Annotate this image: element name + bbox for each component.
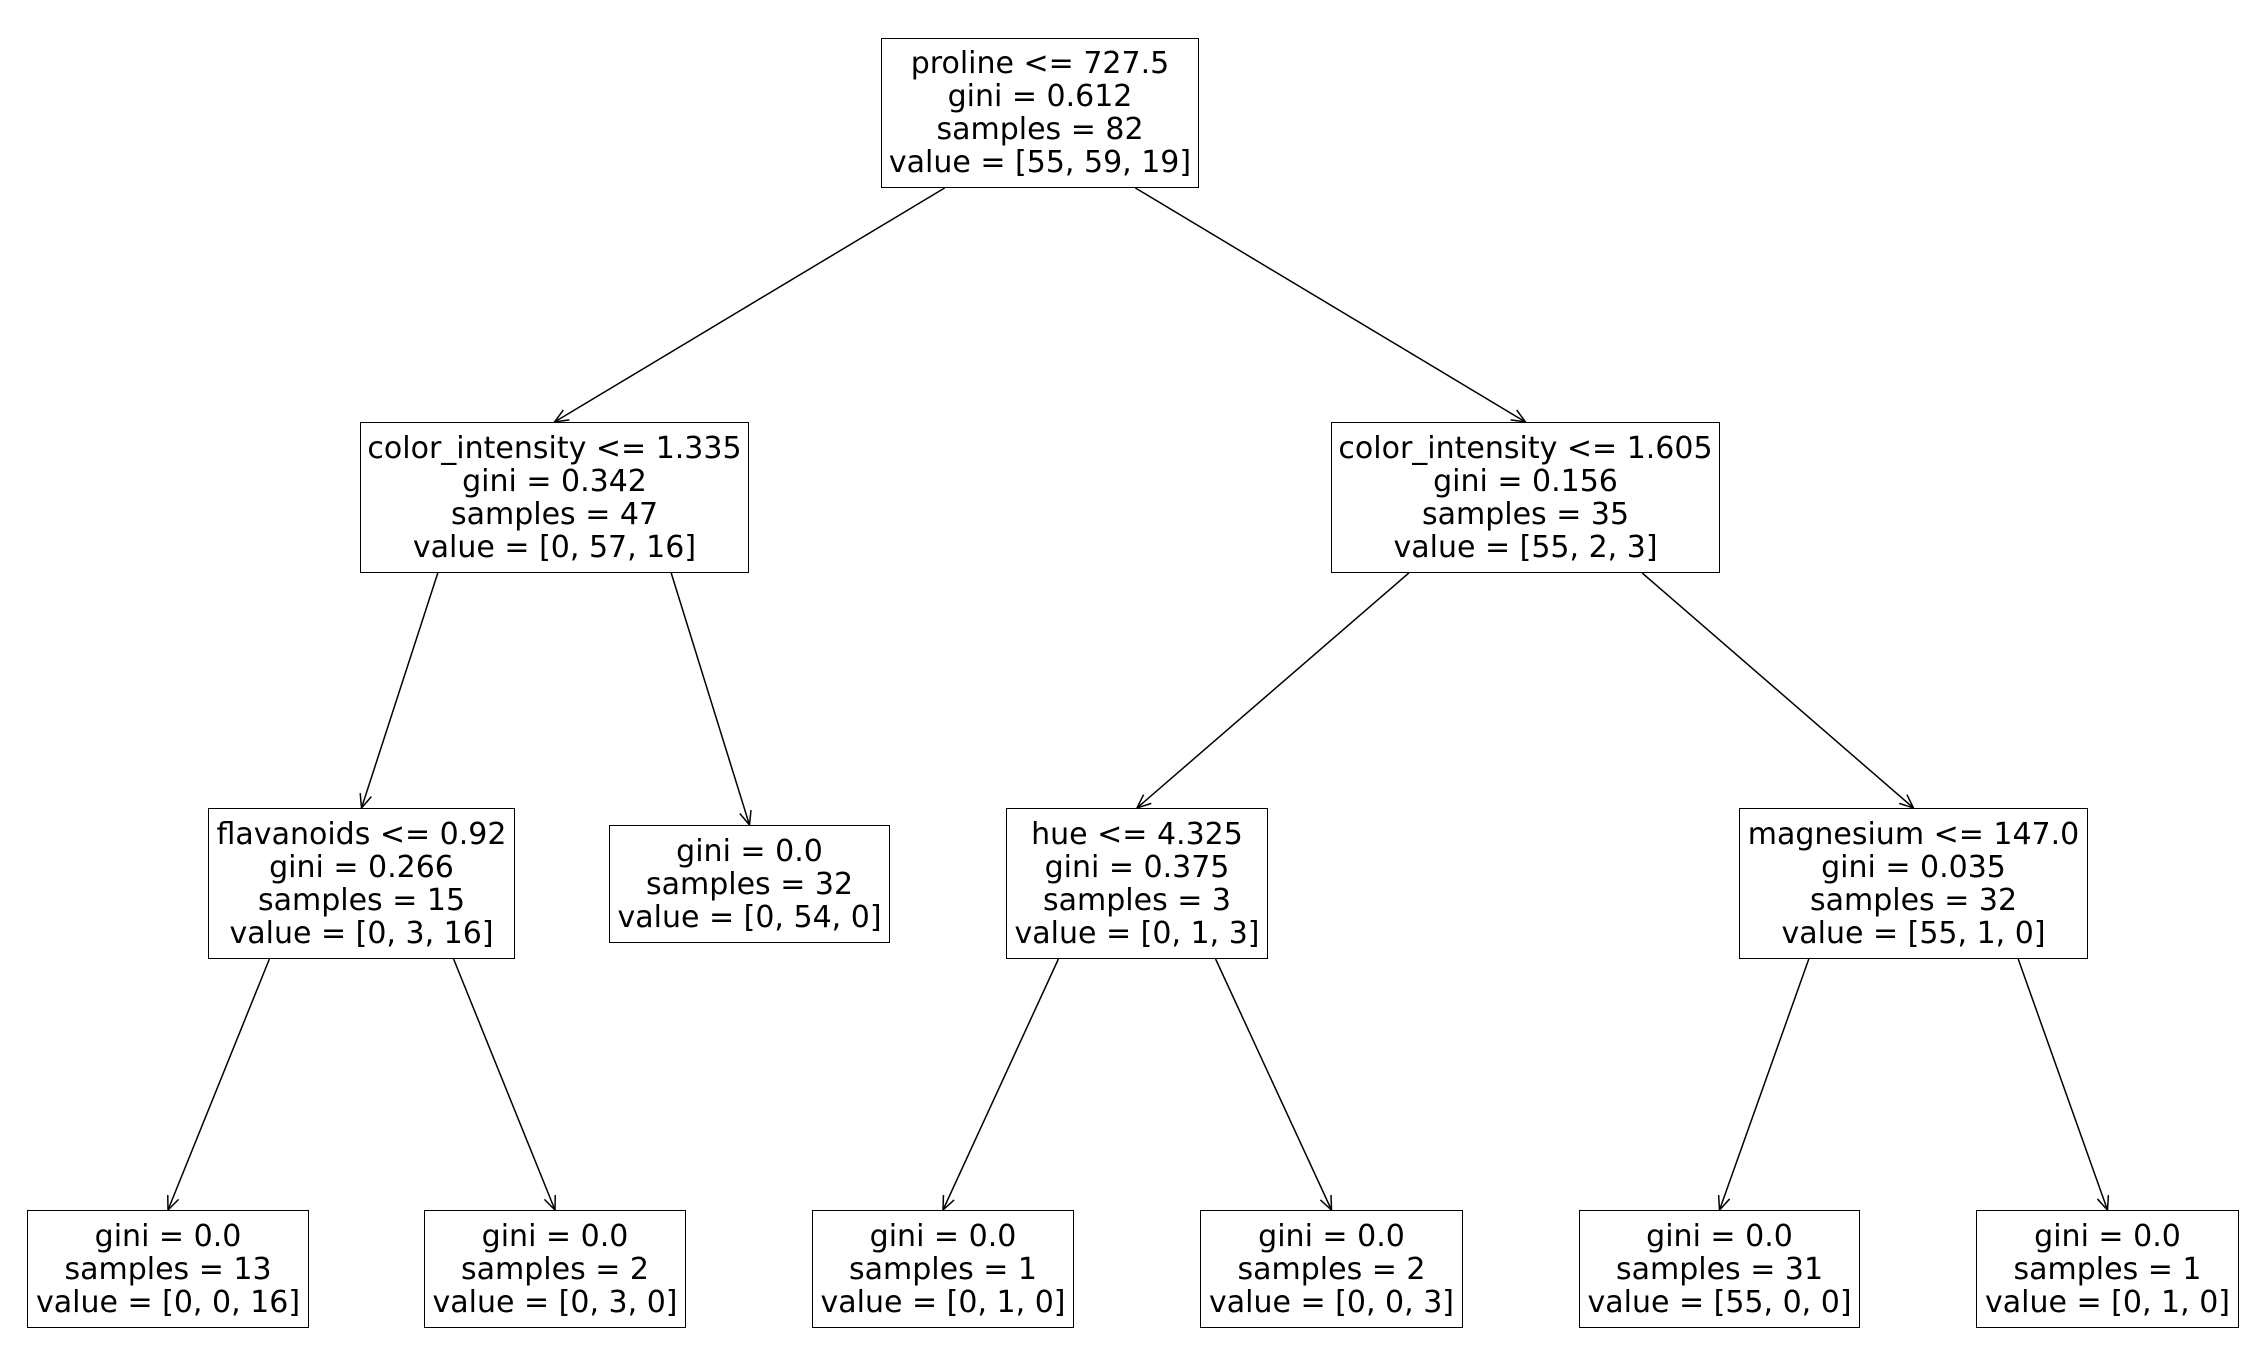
- node-line: value = [0, 1, 3]: [1014, 915, 1260, 951]
- edge-line: [167, 958, 271, 1211]
- leaf-node: gini = 0.0 samples = 32 value = [0, 54, …: [609, 825, 890, 943]
- edge-line: [452, 958, 556, 1211]
- edge-line: [554, 187, 945, 423]
- leaf-node: gini = 0.0 samples = 1 value = [0, 1, 0]: [1976, 1210, 2239, 1328]
- node-line: samples = 47: [450, 496, 659, 532]
- split-node-magnesium: magnesium <= 147.0 gini = 0.035 samples …: [1739, 808, 2088, 959]
- leaf-node: gini = 0.0 samples = 2 value = [0, 3, 0]: [424, 1210, 686, 1328]
- node-line: samples = 3: [1043, 882, 1231, 918]
- node-line: gini = 0.156: [1433, 463, 1618, 499]
- leaf-node: gini = 0.0 samples = 1 value = [0, 1, 0]: [812, 1210, 1074, 1328]
- node-line: gini = 0.612: [947, 79, 1133, 114]
- node-line: value = [0, 3, 0]: [432, 1284, 678, 1320]
- node-line: color_intensity <= 1.605: [1338, 430, 1713, 466]
- node-line: gini = 0.0: [1646, 1218, 1793, 1254]
- node-line: value = [0, 54, 0]: [617, 899, 882, 935]
- leaf-node: gini = 0.0 samples = 13 value = [0, 0, 1…: [27, 1210, 309, 1328]
- root-node-proline: proline <= 727.5 gini = 0.612 samples = …: [881, 38, 1199, 188]
- node-line: samples = 13: [64, 1251, 272, 1287]
- node-line: gini = 0.375: [1044, 849, 1230, 885]
- node-line: value = [0, 0, 16]: [35, 1284, 301, 1320]
- node-line: value = [55, 1, 0]: [1781, 915, 2046, 951]
- node-line: gini = 0.0: [481, 1218, 629, 1254]
- node-line: samples = 35: [1421, 496, 1630, 532]
- node-line: magnesium <= 147.0: [1747, 816, 2080, 852]
- node-line: samples = 1: [849, 1251, 1037, 1287]
- edge-line: [1136, 572, 1410, 809]
- node-line: flavanoids <= 0.92: [216, 816, 507, 852]
- edge-line: [942, 958, 1060, 1211]
- node-line: samples = 1: [2013, 1251, 2202, 1287]
- node-line: value = [55, 2, 3]: [1393, 529, 1658, 565]
- edge-line: [670, 572, 751, 826]
- node-line: value = [0, 3, 16]: [229, 915, 494, 951]
- edge-line: [360, 572, 439, 809]
- node-line: color_intensity <= 1.335: [367, 430, 742, 466]
- split-node-flavanoids: flavanoids <= 0.92 gini = 0.266 samples …: [208, 808, 515, 959]
- arrowhead-icon: [1510, 409, 1528, 423]
- node-line: value = [0, 1, 0]: [820, 1284, 1066, 1320]
- node-line: gini = 0.0: [1258, 1218, 1405, 1254]
- node-line: value = [55, 59, 19]: [888, 145, 1192, 180]
- node-line: gini = 0.0: [2034, 1218, 2181, 1254]
- edge-line: [1641, 572, 1914, 809]
- node-line: value = [0, 1, 0]: [1985, 1284, 2230, 1320]
- split-node-color-intensity-right: color_intensity <= 1.605 gini = 0.156 sa…: [1331, 422, 1720, 573]
- leaf-node: gini = 0.0 samples = 2 value = [0, 0, 3]: [1200, 1210, 1463, 1328]
- node-line: samples = 15: [257, 882, 466, 918]
- node-line: value = [0, 0, 3]: [1209, 1284, 1454, 1320]
- edge-line: [1214, 958, 1333, 1211]
- node-line: gini = 0.035: [1821, 849, 2006, 885]
- edge-line: [2017, 958, 2109, 1211]
- split-node-hue: hue <= 4.325 gini = 0.375 samples = 3 va…: [1006, 808, 1268, 959]
- node-line: samples = 32: [1809, 882, 2018, 918]
- node-line: samples = 82: [936, 112, 1144, 147]
- node-line: hue <= 4.325: [1031, 816, 1243, 852]
- edge-line: [1718, 958, 1810, 1211]
- leaf-node: gini = 0.0 samples = 31 value = [55, 0, …: [1579, 1210, 1860, 1328]
- node-line: value = [0, 57, 16]: [412, 529, 697, 565]
- node-line: samples = 2: [461, 1251, 649, 1287]
- node-line: gini = 0.342: [462, 463, 647, 499]
- node-line: gini = 0.0: [676, 833, 823, 869]
- node-line: gini = 0.0: [94, 1218, 242, 1254]
- node-line: proline <= 727.5: [910, 46, 1170, 81]
- node-line: gini = 0.266: [269, 849, 454, 885]
- node-line: gini = 0.0: [869, 1218, 1017, 1254]
- node-line: samples = 31: [1615, 1251, 1824, 1287]
- node-line: samples = 2: [1237, 1251, 1426, 1287]
- node-line: samples = 32: [645, 866, 854, 902]
- node-line: value = [55, 0, 0]: [1587, 1284, 1852, 1320]
- edge-line: [1135, 187, 1526, 423]
- split-node-color-intensity-left: color_intensity <= 1.335 gini = 0.342 sa…: [360, 422, 749, 573]
- arrowhead-icon: [552, 409, 570, 423]
